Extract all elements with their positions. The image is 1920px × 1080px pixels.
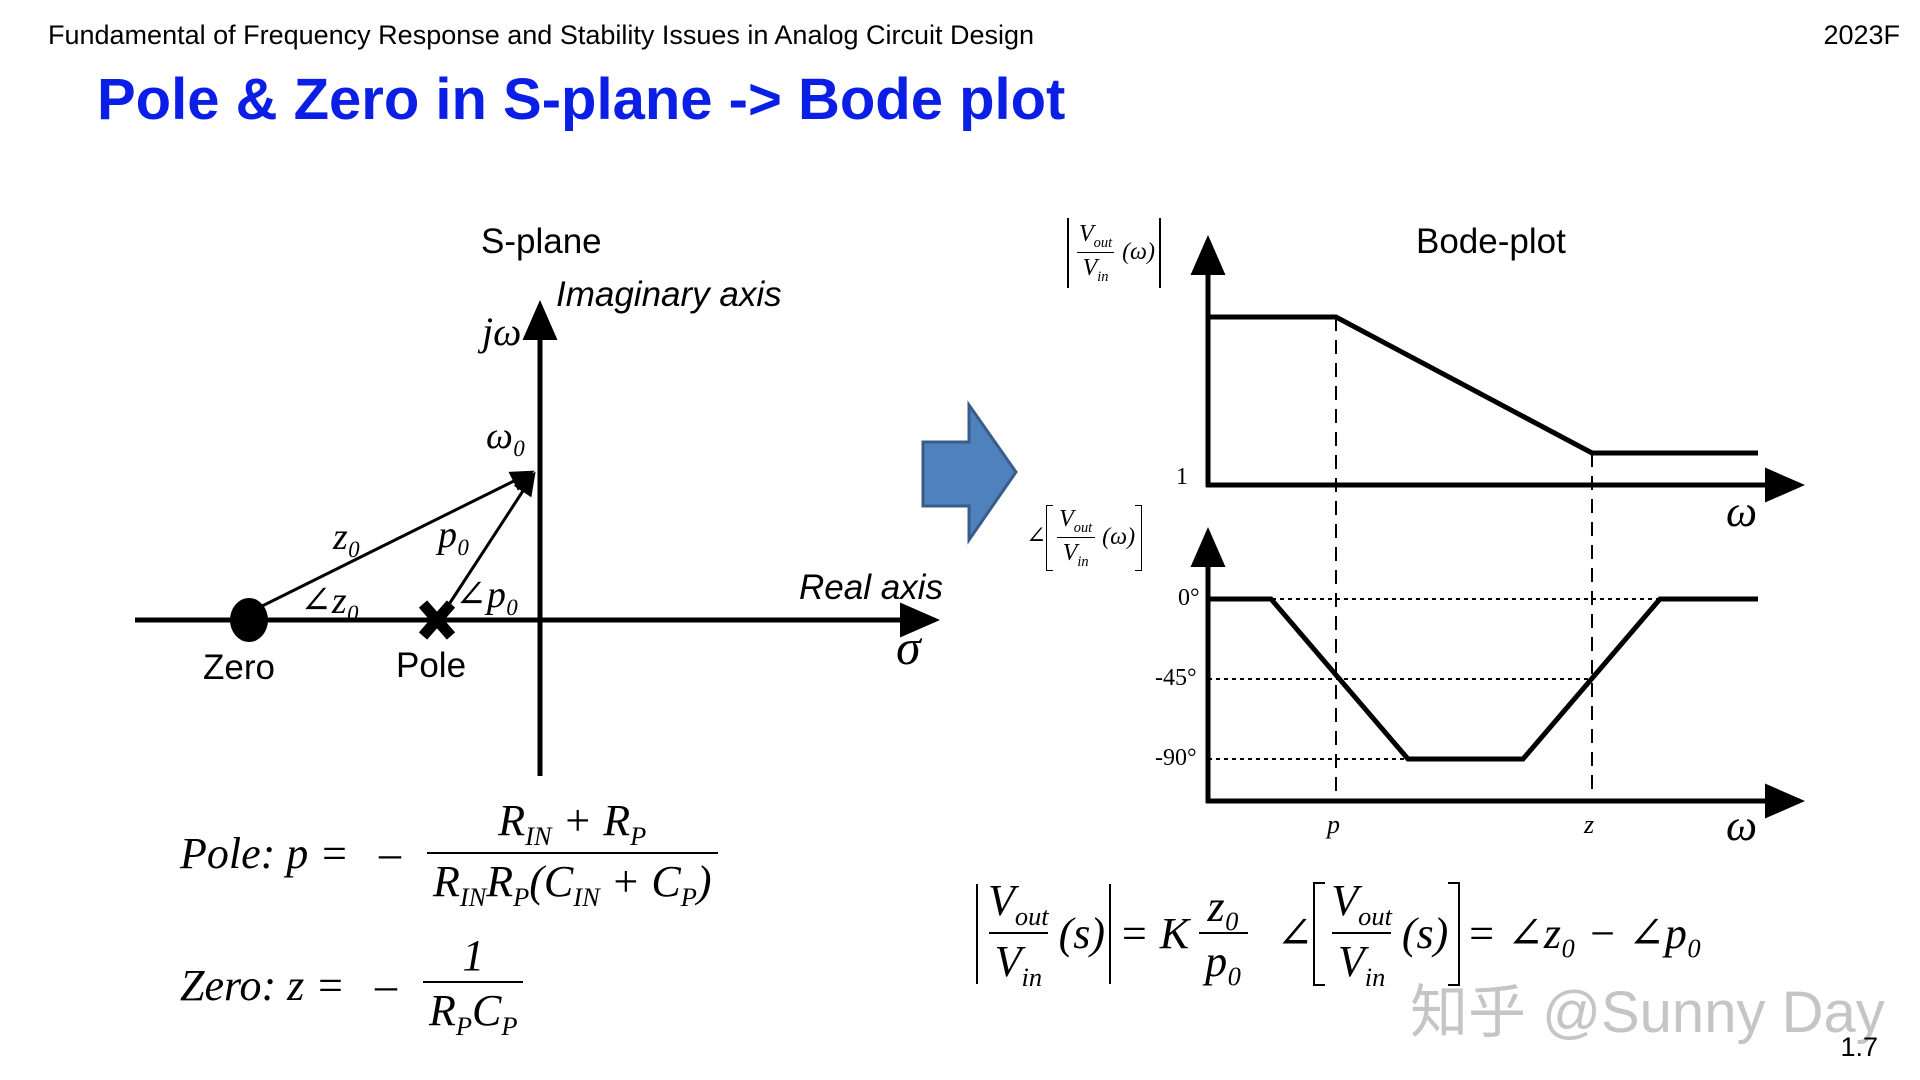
zero-label: Zero	[203, 648, 275, 687]
angle-p0-label: ∠p₀	[455, 574, 520, 616]
watermark: 知乎 @Sunny Day	[1410, 980, 1885, 1045]
splane-axes	[135, 300, 940, 776]
z-tick-label: z	[1584, 810, 1595, 839]
bode-title: Bode-plot	[1416, 222, 1566, 261]
real-axis-label: Real axis	[799, 568, 943, 607]
phase-tick-45: -45°	[1155, 665, 1197, 691]
slide-title: Pole & Zero in S-plane -> Bode plot	[97, 67, 1066, 132]
phase-omega-label: ω	[1726, 801, 1758, 850]
omega0-label: ω₀	[486, 415, 527, 457]
phase-tick-0: 0°	[1178, 585, 1200, 611]
p0-vector	[442, 471, 536, 613]
angle-z0-label: ∠z₀	[300, 580, 360, 622]
pole-equation: Pole: p = – RIN + RP RINRP(CIN + CP)	[180, 795, 718, 913]
splane-title: S-plane	[481, 222, 602, 261]
phase-tick-90: -90°	[1155, 745, 1197, 771]
p-tick-label: p	[1327, 810, 1340, 839]
magnitude-tick-1: 1	[1176, 464, 1188, 490]
semester-label: 2023F	[1823, 20, 1900, 50]
z0-vector	[249, 470, 535, 614]
bode-phase-plot	[1190, 527, 1805, 819]
magnitude-omega-label: ω	[1726, 487, 1758, 536]
imaginary-axis-label: Imaginary axis	[556, 275, 782, 314]
jomega-label: jω	[482, 309, 522, 354]
p0-label: p₀	[438, 514, 471, 556]
pole-marker-icon	[418, 600, 456, 640]
zero-equation: Zero: z = – 1 RPCP	[180, 930, 524, 1042]
course-title: Fundamental of Frequency Response and St…	[48, 20, 1035, 50]
page-number: 1.7	[1840, 1032, 1878, 1062]
z0-label: z₀	[333, 516, 361, 558]
pole-label: Pole	[396, 646, 467, 685]
sigma-label: σ	[896, 619, 921, 675]
zero-marker-icon	[230, 598, 268, 642]
right-arrow-icon	[921, 400, 1018, 545]
bode-magnitude-plot	[1190, 235, 1805, 503]
